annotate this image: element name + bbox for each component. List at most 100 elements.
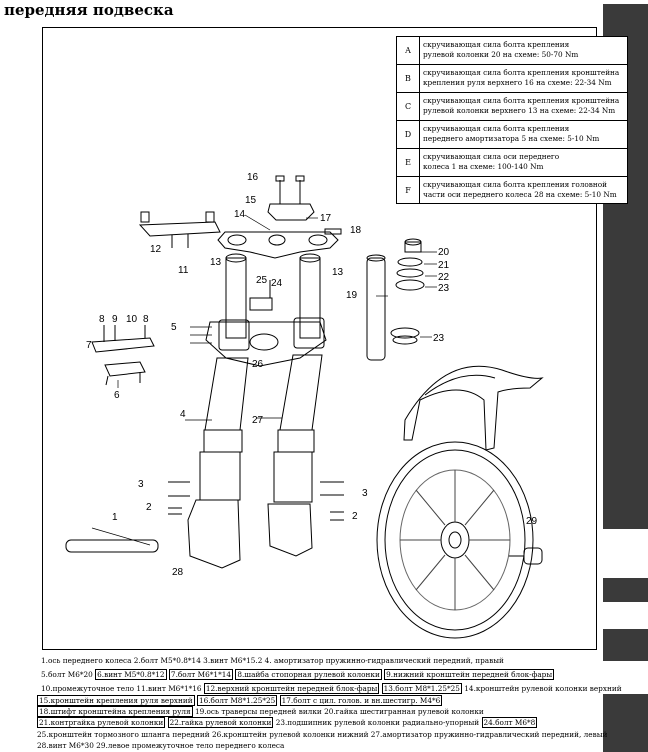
legend-item: 13.болт М8*1.25*25 bbox=[381, 683, 462, 694]
legend-item: 25.кронштейн тормозного шланга передний bbox=[37, 730, 210, 739]
bolts-left bbox=[168, 481, 190, 515]
torque-row-text: скручивающая сила оси переднего колеса 1… bbox=[423, 152, 560, 171]
torque-row: A скручивающая сила болта крепления руле… bbox=[397, 37, 627, 65]
torque-row-letter: B bbox=[397, 65, 420, 92]
callout-28: 28 bbox=[172, 567, 184, 578]
legend-line: 28.винт М6*30 29.левое промежуточное тел… bbox=[37, 741, 284, 752]
page-title: передняя подвеска bbox=[4, 1, 174, 19]
callout-10: 10 bbox=[126, 314, 138, 325]
callout-18: 18 bbox=[350, 225, 362, 236]
callout-16: 16 bbox=[247, 172, 259, 183]
steering-stem-19 bbox=[366, 254, 386, 361]
legend-item: 24.болт М6*8 bbox=[481, 717, 538, 728]
bearing-stack bbox=[390, 238, 425, 345]
legend-item: 16.болт М8*1.25*25 bbox=[196, 695, 278, 706]
callout-12: 12 bbox=[150, 244, 162, 255]
screws-6 bbox=[104, 361, 146, 386]
legend-item: 20.гайка шестигранная рулевой колонки bbox=[324, 707, 484, 716]
torque-row: C скручивающая сила болта крепления крон… bbox=[397, 93, 627, 121]
lower-headlight-bracket-9 bbox=[91, 325, 155, 353]
torque-row: B скручивающая сила болта крепления крон… bbox=[397, 65, 627, 93]
torque-row-letter: C bbox=[397, 93, 420, 120]
page-edge-sidebar bbox=[603, 4, 648, 752]
legend-line: 5.болт М6*20 6.винт М5*0.8*12 7.болт М6*… bbox=[41, 669, 555, 681]
legend-line: 18.штифт кронштейна крепления руля 19.ос… bbox=[37, 706, 484, 718]
torque-row-letter: F bbox=[397, 177, 420, 204]
torque-row-text: скручивающая сила болта крепления кроншт… bbox=[423, 96, 620, 115]
fork-left-27 bbox=[267, 253, 325, 557]
callout-1: 1 bbox=[112, 512, 118, 523]
callout-19: 19 bbox=[346, 290, 358, 301]
axle-spacer-29 bbox=[509, 547, 543, 565]
callout-11: 11 bbox=[178, 265, 189, 276]
callout-14: 14 bbox=[234, 209, 246, 220]
legend-item: 5.болт М6*20 bbox=[41, 670, 93, 679]
callout-9: 9 bbox=[112, 314, 118, 325]
callout-2b: 2 bbox=[352, 511, 358, 522]
torque-row: F скручивающая сила болта крепления голо… bbox=[397, 177, 627, 205]
callout-20: 20 bbox=[438, 247, 450, 258]
callout-13: 13 bbox=[210, 257, 222, 268]
front-axle-1 bbox=[65, 539, 159, 553]
callout-8: 8 bbox=[99, 314, 105, 325]
legend-item: 27.амортизатор пружинно-гидравлический п… bbox=[370, 730, 608, 739]
legend-item: 29.левое промежуточное тело переднего ко… bbox=[96, 741, 285, 750]
torque-row: D скручивающая сила болта крепления пере… bbox=[397, 121, 627, 149]
legend-item: 9.нижний кронштейн передней блок-фары bbox=[384, 669, 555, 680]
callout-7: 7 bbox=[86, 340, 92, 351]
legend-item: 26.кронштейн рулевой колонки нижний bbox=[211, 730, 369, 739]
torque-row-text: скручивающая сила болта крепления рулево… bbox=[423, 40, 579, 59]
legend-item: 4. амортизатор пружинно-гидравлический п… bbox=[264, 656, 504, 665]
legend-item: 14.кронштейн рулевой колонки верхний bbox=[464, 684, 622, 693]
callout-27: 27 bbox=[252, 415, 264, 426]
callout-6: 6 bbox=[114, 390, 120, 401]
legend-item: 18.штифт кронштейна крепления руля bbox=[37, 706, 193, 717]
torque-row: E скручивающая сила оси переднего колеса… bbox=[397, 149, 627, 177]
legend-item: 2.болт М5*0.8*14 bbox=[133, 656, 201, 665]
handlebar-clamp-15 bbox=[267, 175, 315, 221]
torque-row-letter: E bbox=[397, 149, 420, 176]
legend-line: 15.кронштейн крепления руля верхний 16.б… bbox=[37, 695, 443, 707]
upper-triple-clamp-14 bbox=[217, 231, 339, 259]
legend-line: 21.контргайка рулевой колонки 22.гайка р… bbox=[37, 717, 538, 729]
legend-line: 1.ось переднего колеса 2.болт М5*0.8*14 … bbox=[41, 656, 504, 667]
callout-23b: 23 bbox=[433, 333, 445, 344]
callout-25: 25 bbox=[256, 275, 268, 286]
legend-line: 25.кронштейн тормозного шланга передний … bbox=[37, 730, 607, 741]
torque-row-text: скручивающая сила болта крепления кроншт… bbox=[423, 68, 620, 87]
pin-18 bbox=[324, 228, 342, 235]
legend-item: 22.гайка рулевой колонки bbox=[167, 717, 274, 728]
front-wheel bbox=[376, 441, 534, 639]
fork-right-4 bbox=[187, 253, 250, 569]
legend-item: 8.шайба стопорная рулевой колонки bbox=[235, 669, 382, 680]
front-fender bbox=[403, 365, 544, 451]
legend-item: 7.болт М6*1*14 bbox=[168, 669, 234, 680]
lower-triple-clamp-26 bbox=[205, 321, 327, 367]
headlight-bracket-12 bbox=[138, 211, 221, 248]
callout-3: 3 bbox=[138, 479, 144, 490]
legend-line: 10.промежуточное тело 11.винт М6*1*16 12… bbox=[41, 683, 622, 695]
torque-row-text: скручивающая сила болта крепления передн… bbox=[423, 124, 600, 143]
legend-item: 19.ось траверсы передней вилки bbox=[194, 707, 322, 716]
callout-3b: 3 bbox=[362, 488, 368, 499]
legend-item: 1.ось переднего колеса bbox=[41, 656, 132, 665]
legend-item: 17.болт с цил. голов. и вн.шестигр. М4*6 bbox=[279, 695, 443, 706]
legend-item: 23.подшипник рулевой колонки радиально-у… bbox=[275, 718, 480, 727]
brake-hose-bracket-25 bbox=[249, 280, 273, 311]
legend-item: 15.кронштейн крепления руля верхний bbox=[37, 695, 195, 706]
legend-item: 6.винт М5*0.8*12 bbox=[95, 669, 167, 680]
legend-item: 21.контргайка рулевой колонки bbox=[37, 717, 166, 728]
torque-row-letter: D bbox=[397, 121, 420, 148]
callout-4: 4 bbox=[180, 409, 186, 420]
legend-item: 12.верхний кронштейн передней блок-фары bbox=[203, 683, 380, 694]
callout-22: 22 bbox=[438, 272, 450, 283]
callout-23: 23 bbox=[438, 283, 450, 294]
callout-15: 15 bbox=[245, 195, 257, 206]
callout-8b: 8 bbox=[143, 314, 149, 325]
bolts-right bbox=[320, 481, 344, 521]
callout-24: 24 bbox=[271, 278, 283, 289]
torque-row-text: скручивающая сила болта крепления головн… bbox=[423, 180, 617, 199]
sidebar-block bbox=[603, 578, 648, 602]
sidebar-block bbox=[603, 694, 648, 752]
